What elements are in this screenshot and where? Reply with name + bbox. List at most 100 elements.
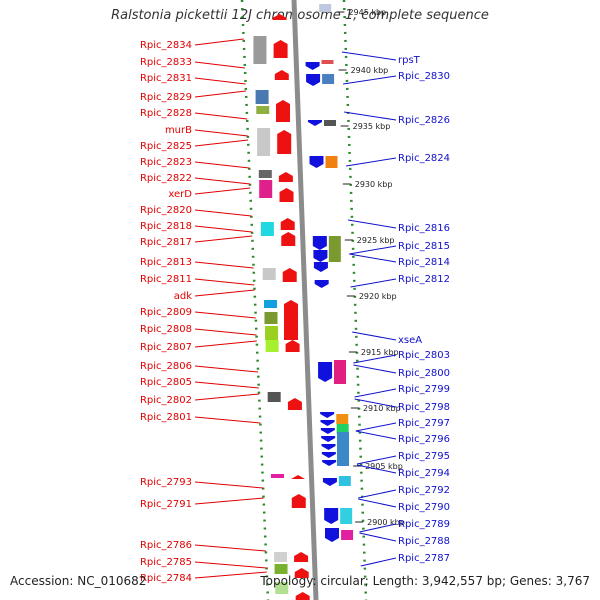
gene-block bbox=[257, 128, 271, 156]
left-gene-label: Rpic_2806 bbox=[140, 361, 192, 372]
left-gene-label: Rpic_2785 bbox=[140, 557, 192, 568]
right-leader-line bbox=[360, 557, 397, 567]
gene-block bbox=[256, 106, 270, 114]
left-leader-line bbox=[194, 112, 248, 120]
gene-block bbox=[270, 474, 284, 478]
reverse-gene-arrow bbox=[305, 62, 320, 70]
scale-label: 2900 kbp bbox=[367, 518, 405, 527]
gene-block bbox=[319, 4, 332, 12]
forward-gene-arrow bbox=[274, 70, 289, 80]
reverse-gene-arrow bbox=[324, 508, 339, 524]
left-gene-label: Rpic_2805 bbox=[140, 377, 192, 388]
right-gene-label: Rpic_2824 bbox=[398, 153, 450, 164]
reverse-gene-arrow bbox=[325, 528, 339, 542]
scale-label: 2910 kbp bbox=[363, 404, 401, 413]
topology-text: Topology: circular; Length: 3,942,557 bp… bbox=[260, 574, 590, 588]
gene-block bbox=[262, 268, 276, 280]
left-leader-line bbox=[194, 90, 247, 98]
gene-block bbox=[274, 552, 288, 562]
left-leader-line bbox=[194, 129, 248, 137]
gene-block bbox=[334, 360, 346, 384]
left-gene-label: adk bbox=[174, 291, 192, 302]
reverse-gene-arrow bbox=[320, 412, 335, 418]
right-leader-line bbox=[358, 498, 397, 508]
right-gene-label: Rpic_2814 bbox=[398, 257, 450, 268]
forward-gene-arrow bbox=[279, 188, 294, 202]
gene-block bbox=[324, 120, 336, 126]
left-leader-line bbox=[194, 381, 259, 389]
reverse-gene-arrow bbox=[320, 428, 335, 434]
scale-label: 2915 kbp bbox=[361, 348, 399, 357]
left-gene-label: Rpic_2786 bbox=[140, 540, 192, 551]
forward-gene-arrow bbox=[278, 172, 293, 182]
gene-block bbox=[322, 74, 335, 84]
right-gene-label: xseA bbox=[398, 335, 422, 346]
forward-gene-arrow bbox=[284, 300, 298, 340]
forward-gene-arrow bbox=[295, 592, 310, 600]
left-leader-line bbox=[194, 571, 267, 579]
right-gene-label: Rpic_2790 bbox=[398, 502, 450, 513]
forward-gene-arrow bbox=[272, 14, 287, 20]
gene-block bbox=[258, 170, 272, 178]
right-leader-line bbox=[354, 388, 397, 398]
gene-block bbox=[264, 312, 278, 324]
right-gene-label: Rpic_2796 bbox=[398, 434, 450, 445]
scale-label: 2940 kbp bbox=[351, 66, 389, 75]
left-leader-line bbox=[194, 289, 255, 297]
right-gene-label: Rpic_2795 bbox=[398, 451, 450, 462]
right-gene-label: Rpic_2787 bbox=[398, 553, 450, 564]
reverse-gene-arrow bbox=[309, 156, 324, 168]
right-leader-line bbox=[353, 364, 397, 374]
right-gene-label: Rpic_2803 bbox=[398, 350, 450, 361]
right-leader-line bbox=[353, 354, 397, 364]
right-leader-line bbox=[352, 331, 397, 341]
reverse-gene-arrow bbox=[308, 120, 322, 126]
left-leader-line bbox=[194, 328, 257, 336]
right-leader-line bbox=[356, 455, 397, 465]
left-leader-line bbox=[194, 544, 266, 552]
reverse-gene-arrow bbox=[306, 74, 321, 86]
scale-label: 2920 kbp bbox=[359, 292, 397, 301]
left-leader-line bbox=[194, 393, 260, 401]
forward-gene-arrow bbox=[273, 40, 288, 58]
left-leader-line bbox=[194, 161, 250, 169]
gene-block bbox=[336, 414, 349, 424]
right-gene-label: Rpic_2797 bbox=[398, 418, 450, 429]
forward-gene-arrow bbox=[280, 218, 295, 230]
left-leader-line bbox=[194, 139, 249, 147]
reverse-gene-arrow bbox=[313, 262, 328, 272]
left-gene-label: Rpic_2834 bbox=[140, 40, 192, 51]
gene-block bbox=[274, 564, 288, 574]
left-leader-line bbox=[194, 187, 251, 195]
right-leader-line bbox=[344, 111, 397, 121]
gene-block bbox=[328, 236, 341, 262]
scale-label: 2925 kbp bbox=[357, 236, 395, 245]
gene-block bbox=[264, 300, 277, 308]
forward-gene-arrow bbox=[291, 475, 305, 479]
left-leader-line bbox=[194, 209, 252, 217]
right-leader-line bbox=[346, 157, 397, 167]
gene-block bbox=[255, 90, 269, 104]
right-leader-line bbox=[359, 523, 397, 533]
left-gene-label: Rpic_2820 bbox=[140, 205, 192, 216]
scale-label: 2935 kbp bbox=[353, 122, 391, 131]
left-leader-line bbox=[194, 481, 264, 489]
reverse-gene-arrow bbox=[321, 452, 336, 458]
gene-block bbox=[265, 340, 279, 352]
gene-block bbox=[321, 60, 334, 64]
gene-block bbox=[253, 36, 267, 64]
scale-label: 2905 kbp bbox=[365, 462, 403, 471]
right-gene-label: Rpic_2815 bbox=[398, 241, 450, 252]
forward-gene-arrow bbox=[285, 340, 300, 352]
left-gene-label: Rpic_2784 bbox=[140, 573, 192, 584]
right-leader-line bbox=[355, 430, 397, 440]
forward-gene-arrow bbox=[277, 130, 292, 154]
right-gene-label: rpsT bbox=[398, 55, 421, 66]
left-gene-label: Rpic_2793 bbox=[140, 477, 192, 488]
right-leader-line bbox=[347, 219, 397, 229]
gene-block bbox=[259, 180, 273, 198]
left-leader-line bbox=[194, 77, 246, 85]
reverse-gene-arrow bbox=[314, 280, 329, 288]
left-gene-label: Rpic_2831 bbox=[140, 73, 192, 84]
gene-block bbox=[275, 582, 289, 594]
